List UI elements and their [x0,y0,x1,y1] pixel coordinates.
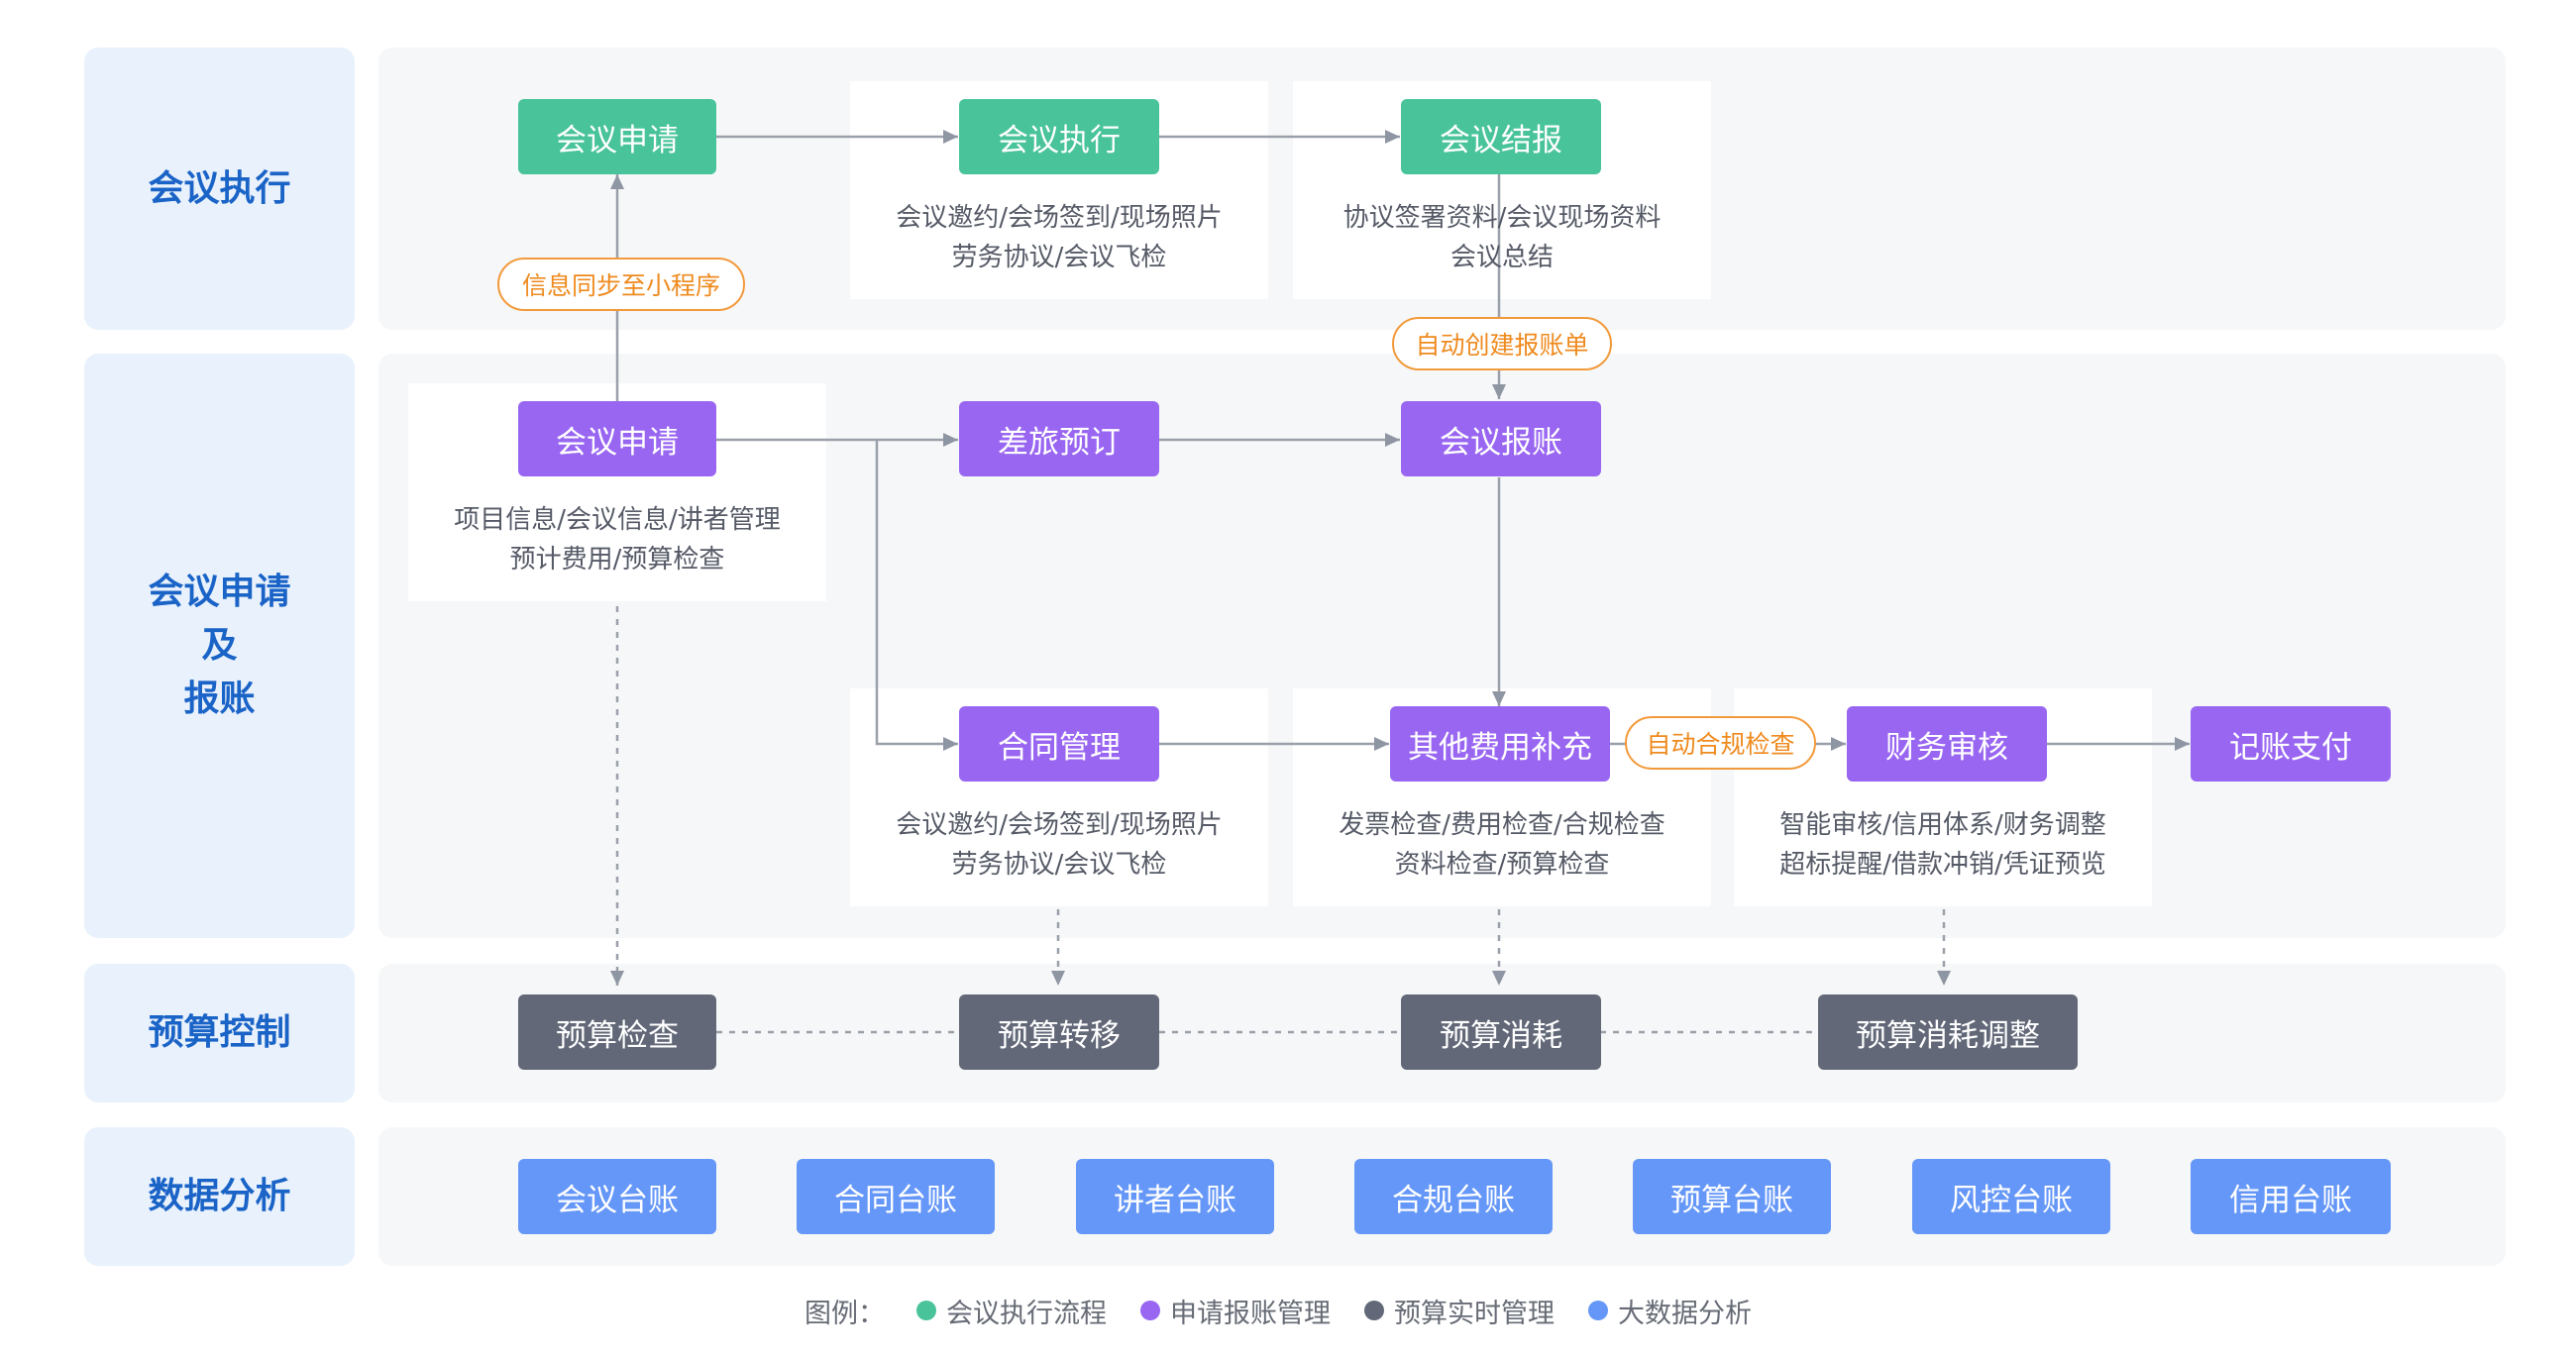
node-ledger-compliance[interactable]: 合规台账 [1354,1159,1553,1234]
legend-item-budget: 预算实时管理 [1364,1292,1555,1330]
desc-line: 会议邀约/会场签到/现场照片 [896,203,1223,233]
desc-other-expenses: 发票检查/费用检查/合规检查 资料检查/预算检查 [1293,805,1711,885]
legend-label: 预算实时管理 [1394,1298,1555,1329]
desc-app-meeting-request: 项目信息/会议信息/讲者管理 预计费用/预算检查 [408,500,826,579]
arrow-app-contract [875,440,958,751]
legend-item-analytics: 大数据分析 [1588,1292,1752,1330]
node-budget-check[interactable]: 预算检查 [518,994,716,1070]
node-contract-management[interactable]: 合同管理 [959,706,1159,782]
lane-label-execution: 会议执行 [84,48,355,330]
lane-title-application-2: 及 [201,625,238,666]
legend-label: 申请报账管理 [1170,1298,1331,1329]
node-app-meeting-request[interactable]: 会议申请 [518,401,716,476]
desc-finance-review: 智能审核/信用体系/财务调整 超标提醒/借款冲销/凭证预览 [1734,805,2152,885]
node-ledger-speaker[interactable]: 讲者台账 [1076,1159,1274,1234]
desc-line: 智能审核/信用体系/财务调整 [1779,810,2106,840]
lane-label-budget: 预算控制 [84,964,355,1102]
legend-dot-icon [1364,1301,1384,1320]
lane-title-execution: 会议执行 [148,167,291,209]
node-ledger-credit[interactable]: 信用台账 [2191,1159,2391,1234]
desc-line: 发票检查/费用检查/合规检查 [1339,810,1665,840]
desc-contract-management: 会议邀约/会场签到/现场照片 劳务协议/会议飞检 [850,805,1268,885]
node-budget-consumption[interactable]: 预算消耗 [1401,994,1601,1070]
node-ledger-budget[interactable]: 预算台账 [1633,1159,1831,1234]
desc-exec-meeting-execution: 会议邀约/会场签到/现场照片 劳务协议/会议飞检 [850,198,1268,277]
node-other-expenses[interactable]: 其他费用补充 [1390,706,1610,782]
node-ledger-risk[interactable]: 风控台账 [1912,1159,2110,1234]
legend-title: 图例： [805,1298,885,1329]
node-travel-booking[interactable]: 差旅预订 [959,401,1159,476]
desc-line: 超标提醒/借款冲销/凭证预览 [1779,850,2106,880]
lane-label-analytics: 数据分析 [84,1127,355,1266]
node-exec-meeting-request[interactable]: 会议申请 [518,99,716,174]
legend-dot-icon [916,1301,936,1320]
node-meeting-reimbursement[interactable]: 会议报账 [1401,401,1601,476]
lane-title-application-1: 会议申请 [148,572,291,612]
tag-sync-miniprogram: 信息同步至小程序 [497,258,745,311]
legend-dot-icon [1588,1301,1608,1320]
desc-line: 劳务协议/会议飞检 [951,850,1167,880]
desc-line: 劳务协议/会议飞检 [951,243,1167,272]
desc-line: 会议邀约/会场签到/现场照片 [896,810,1223,840]
legend-label: 会议执行流程 [946,1298,1107,1329]
legend-dot-icon [1140,1301,1160,1320]
legend-label: 大数据分析 [1618,1298,1752,1329]
lane-title-application-3: 报账 [183,679,256,719]
desc-exec-meeting-settlement: 协议签署资料/会议现场资料 会议总结 [1293,198,1711,277]
node-budget-adjustment[interactable]: 预算消耗调整 [1818,994,2078,1070]
node-accounting-payment[interactable]: 记账支付 [2191,706,2391,782]
desc-line: 协议签署资料/会议现场资料 [1342,203,1662,233]
legend-item-application: 申请报账管理 [1140,1292,1331,1330]
node-exec-meeting-settlement[interactable]: 会议结报 [1401,99,1601,174]
desc-line: 项目信息/会议信息/讲者管理 [454,505,781,535]
node-budget-transfer[interactable]: 预算转移 [959,994,1159,1070]
desc-line: 预计费用/预算检查 [509,545,725,575]
desc-line: 会议总结 [1449,243,1554,272]
node-finance-review[interactable]: 财务审核 [1847,706,2047,782]
desc-line: 资料检查/预算检查 [1394,850,1610,880]
legend-item-execution: 会议执行流程 [916,1292,1107,1330]
node-ledger-meeting[interactable]: 会议台账 [518,1159,716,1234]
node-exec-meeting-execution[interactable]: 会议执行 [959,99,1159,174]
node-ledger-contract[interactable]: 合同台账 [797,1159,995,1234]
tag-auto-compliance-check: 自动合规检查 [1625,716,1816,770]
legend: 图例： 会议执行流程 申请报账管理 预算实时管理 大数据分析 [805,1291,1785,1330]
tag-auto-create-report: 自动创建报账单 [1392,317,1612,370]
lane-title-analytics: 数据分析 [148,1176,291,1216]
lane-label-application: 会议申请 及 报账 [84,354,355,938]
lane-title-budget: 预算控制 [148,1012,291,1053]
